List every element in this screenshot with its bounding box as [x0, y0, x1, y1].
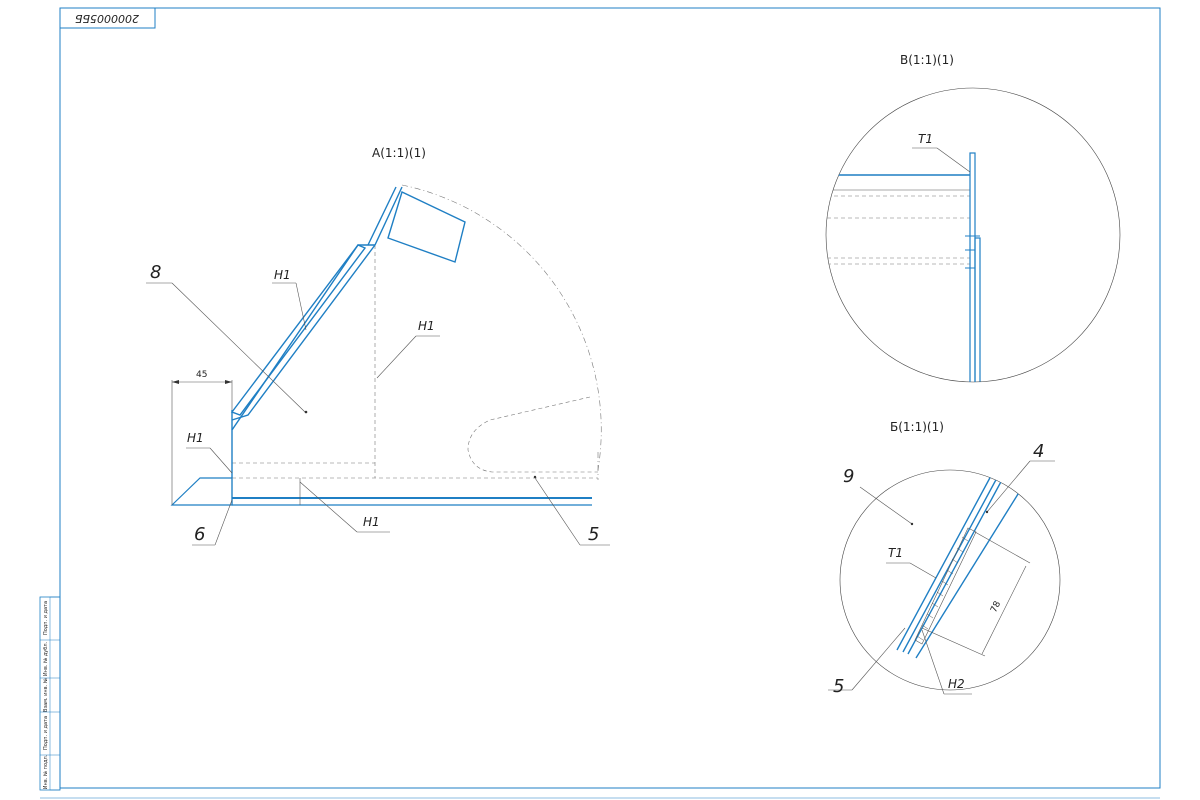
callout-h2-label: Н2 — [948, 677, 965, 691]
view-a-title: А(1:1)(1) — [372, 146, 426, 160]
stamp-cell-4: Подп. и дата — [43, 716, 49, 750]
stamp-cell-1: Подп. и дата — [43, 601, 49, 635]
stamp-cell-5: Инв. № подл. — [43, 754, 49, 789]
callout-4-label: 4 — [1033, 441, 1044, 462]
sheet-frame — [40, 7, 1161, 799]
dim-78-value: 78 — [989, 600, 1003, 615]
dim-45: 45 — [171, 370, 233, 505]
view-v-circle — [825, 87, 1121, 383]
callout-h2: Н2 — [921, 629, 972, 695]
view-v-title: В(1:1)(1) — [900, 53, 954, 67]
view-b: Б(1:1)(1) — [828, 420, 1061, 697]
callout-6-label: 6 — [194, 524, 205, 545]
callout-5-b-label: 5 — [833, 676, 844, 697]
callout-h1-bottom-label: Н1 — [363, 515, 380, 529]
callout-5: 5 — [533, 475, 610, 546]
callout-h1-top: Н1 — [272, 268, 307, 331]
callout-5-label: 5 — [588, 524, 599, 545]
view-b-circle — [839, 469, 1061, 691]
base-plate — [170, 477, 592, 506]
callout-t1-v-label: Т1 — [918, 132, 933, 146]
callout-h1-left: Н1 — [186, 431, 233, 474]
view-a-boundary-arc — [401, 184, 602, 471]
callout-t1-b-label: Т1 — [888, 546, 903, 560]
callout-9-label: 9 — [843, 466, 854, 487]
callout-h1-top-label: Н1 — [274, 268, 291, 282]
callout-8: 8 — [146, 262, 308, 414]
stamp-cell-3: Взам. инв. № — [43, 677, 49, 712]
callout-h1-mid-label: Н1 — [418, 319, 435, 333]
view-a: А(1:1)(1) — [146, 146, 610, 546]
callout-h1-left-label: Н1 — [187, 431, 204, 445]
callout-6: 6 — [192, 499, 233, 546]
callout-8-label: 8 — [150, 262, 161, 283]
callout-9: 9 — [843, 466, 914, 526]
view-v: В(1:1)(1) Т1 — [825, 53, 1121, 383]
drawing-code-box: 2000005ББ — [59, 7, 156, 29]
side-stamp: Подп. и дата Инв. № дубл. Взам. инв. № П… — [39, 596, 61, 791]
callout-t1-v: Т1 — [912, 132, 971, 173]
callout-h1-mid: Н1 — [376, 319, 440, 379]
stamp-cell-2: Инв. № дубл. — [43, 641, 49, 676]
callout-t1-b: Т1 — [886, 546, 937, 579]
view-a-slot — [467, 396, 598, 473]
callout-5-b: 5 — [828, 627, 906, 697]
callout-h1-bottom: Н1 — [299, 481, 390, 533]
drawing-code: 2000005ББ — [75, 12, 139, 25]
inclined-plate — [230, 186, 466, 478]
view-b-title: Б(1:1)(1) — [890, 420, 944, 434]
callout-4: 4 — [985, 441, 1055, 514]
dim-78: 78 — [921, 531, 1031, 657]
dim-45-value: 45 — [196, 370, 207, 380]
